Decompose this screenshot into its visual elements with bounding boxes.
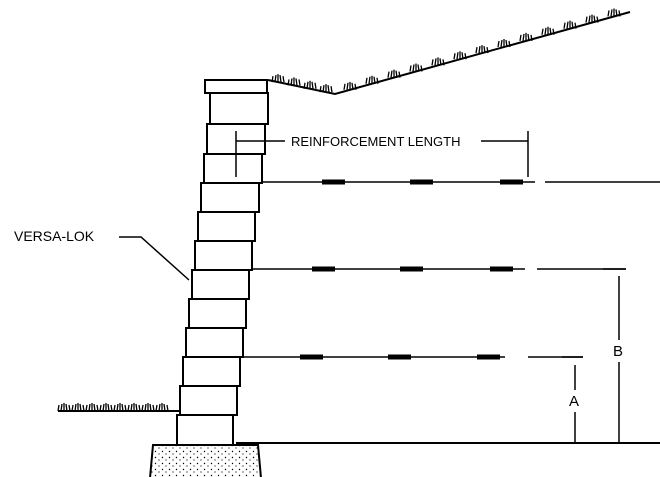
- grass-tuft: [271, 74, 285, 83]
- grass-tuft: [141, 403, 155, 412]
- grass-tuft: [563, 20, 577, 29]
- grass-tuft: [343, 81, 357, 90]
- reinforcement-length-dimension: REINFORCEMENT LENGTH: [235, 131, 529, 177]
- grass-tufts: [57, 8, 621, 412]
- grass-tuft: [303, 80, 317, 89]
- grass-tuft: [113, 403, 127, 412]
- grass-tuft: [519, 32, 533, 42]
- grass-tuft: [319, 84, 333, 93]
- dimension-a-label: A: [569, 393, 579, 410]
- dimension-a: A: [562, 356, 583, 443]
- grass-tuft: [85, 403, 99, 412]
- grass-tuft: [387, 69, 401, 78]
- grass-tuft: [155, 403, 169, 412]
- grass-tuft: [287, 77, 301, 86]
- dimension-b: B: [603, 268, 626, 443]
- grass-tuft: [431, 57, 445, 66]
- grass-tuft: [127, 403, 141, 412]
- leveling-pad-footing: [149, 444, 262, 477]
- grass-tuft: [475, 45, 489, 54]
- versa-lok-callout: VERSA-LOK: [14, 228, 190, 281]
- dimension-b-label: B: [613, 343, 623, 360]
- grass-tuft: [585, 14, 599, 23]
- wall-block: [197, 211, 256, 242]
- versa-lok-wall-blocks: [176, 79, 269, 446]
- wall-block: [191, 269, 250, 300]
- wall-block: [185, 327, 244, 358]
- grass-tuft: [453, 51, 467, 60]
- wall-block: [179, 385, 238, 416]
- grass-tuft: [99, 403, 113, 412]
- wall-block: [200, 182, 260, 213]
- grass-tuft: [541, 26, 555, 35]
- wall-block: [176, 414, 234, 446]
- wall-block: [194, 240, 253, 271]
- wall-block: [203, 153, 263, 184]
- grass-tuft: [607, 8, 621, 17]
- versa-lok-label: VERSA-LOK: [14, 228, 95, 244]
- grass-tuft: [71, 403, 85, 412]
- wall-block: [209, 92, 269, 125]
- wall-block: [188, 298, 247, 329]
- wall-cap-unit: [204, 79, 268, 94]
- grass-tuft: [57, 403, 71, 412]
- grass-tuft: [365, 75, 379, 84]
- wall-block: [182, 356, 241, 387]
- grass-tuft: [497, 39, 511, 48]
- reinforcement-length-label: REINFORCEMENT LENGTH: [291, 134, 461, 149]
- grass-tuft: [409, 63, 423, 72]
